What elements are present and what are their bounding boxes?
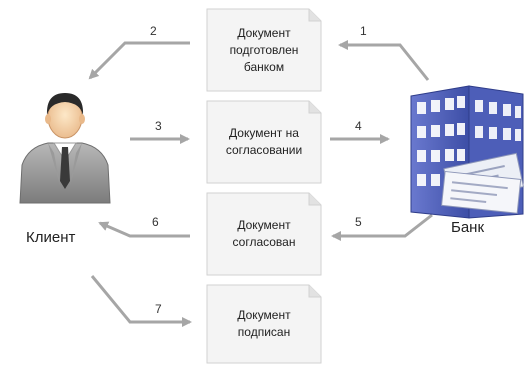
bank-label: Банк bbox=[451, 219, 485, 236]
step-number-2: 2 bbox=[150, 24, 157, 38]
arrow-step-6 bbox=[98, 221, 190, 238]
step-number-4: 4 bbox=[355, 119, 362, 133]
document-sheet-icon bbox=[206, 284, 322, 364]
client-label: Клиент bbox=[26, 229, 76, 246]
document-approved: Документ согласован bbox=[206, 192, 322, 276]
document-label: Документ подготовлен банком bbox=[229, 25, 299, 74]
arrow-step-1 bbox=[338, 40, 430, 81]
step-number-3: 3 bbox=[155, 119, 162, 133]
bank-building-icon bbox=[410, 85, 524, 219]
step-number-5: 5 bbox=[355, 215, 362, 229]
document-sheet-icon bbox=[206, 100, 322, 184]
step-number-6: 6 bbox=[152, 215, 159, 229]
arrow-step-7 bbox=[90, 275, 192, 327]
document-sheet-icon bbox=[206, 192, 322, 276]
document-sheet-icon bbox=[206, 8, 322, 92]
arrow-step-2 bbox=[88, 41, 190, 80]
document-under-approval: Документ на согласовании bbox=[206, 100, 322, 184]
document-signed: Документ подписан bbox=[206, 284, 322, 364]
document-prepared-by-bank: Документ подготовлен банком bbox=[206, 8, 322, 92]
step-number-7: 7 bbox=[155, 302, 162, 316]
step-number-1: 1 bbox=[360, 24, 367, 38]
document-label: Документ на согласовании bbox=[225, 126, 303, 157]
person-icon bbox=[19, 93, 111, 204]
document-label: Документ подписан bbox=[237, 308, 291, 339]
document-label: Документ согласован bbox=[232, 218, 296, 249]
arrow-step-5 bbox=[331, 213, 433, 241]
